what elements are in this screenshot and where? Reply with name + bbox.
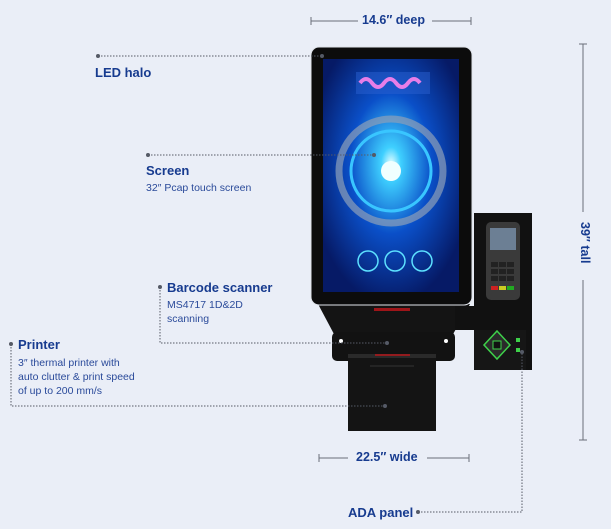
- depth-label: 14.6″ deep: [362, 13, 425, 27]
- printer-description-2: auto clutter & print speed: [18, 371, 135, 383]
- printer-description-3: of up to 200 mm/s: [18, 385, 103, 397]
- ada-panel-leader: [418, 352, 523, 513]
- printer-title: Printer: [18, 337, 60, 352]
- depth-dimension-line: [310, 17, 472, 25]
- width-label: 22.5″ wide: [356, 450, 418, 464]
- width-dimension-line: [318, 454, 470, 462]
- height-dimension-line: [579, 43, 587, 441]
- led-halo-title: LED halo: [95, 65, 152, 80]
- kiosk-illustration: [310, 46, 532, 431]
- ada-keypad: [474, 329, 526, 370]
- barcode-leader: [159, 287, 387, 344]
- screen-description: 32″ Pcap touch screen: [146, 182, 252, 194]
- printer-description-1: 3″ thermal printer with: [18, 357, 120, 369]
- barcode-scanner-description-1: MS4717 1D&2D: [167, 299, 243, 311]
- height-label: 39″ tall: [578, 222, 592, 264]
- barcode-scanner-title: Barcode scanner: [167, 280, 273, 295]
- barcode-scanner-description-2: scanning: [167, 313, 210, 325]
- ada-panel-title: ADA panel: [348, 505, 414, 520]
- screen-title: Screen: [146, 163, 190, 178]
